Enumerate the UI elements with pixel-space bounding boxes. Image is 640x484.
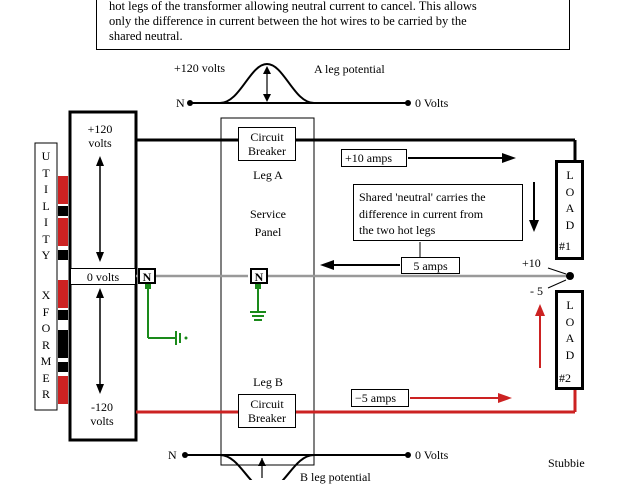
a-leg-arrow-up bbox=[263, 66, 271, 74]
panel-neutral-terminal: N bbox=[250, 268, 268, 284]
note-line-1: hot legs of the transformer allowing neu… bbox=[109, 0, 477, 13]
load2-current-label: - 5 bbox=[530, 284, 543, 298]
note-line-3: shared neutral. bbox=[109, 29, 183, 43]
neutral-current-label: 5 amps bbox=[401, 257, 460, 274]
b-leg-n-label: N bbox=[168, 448, 177, 462]
b-leg-arrow-up bbox=[258, 458, 266, 466]
xformer-coil bbox=[58, 176, 68, 404]
a-leg-end-right bbox=[405, 100, 411, 106]
xformer-box bbox=[34, 142, 58, 411]
b-leg-name: B leg potential bbox=[300, 470, 371, 484]
ground-wire bbox=[147, 284, 266, 345]
a-leg-name: A leg potential bbox=[314, 62, 385, 76]
b-leg-waveform bbox=[185, 454, 408, 480]
service-label: Service bbox=[250, 207, 286, 221]
author-signature: Stubbie bbox=[548, 456, 585, 470]
a-leg-peak-label: +120 volts bbox=[174, 61, 226, 75]
explanation-note: hot legs of the transformer allowing neu… bbox=[96, 0, 570, 50]
a-leg-n-label: N bbox=[176, 96, 185, 110]
b-leg-end-left bbox=[182, 452, 188, 458]
leg-b-label: Leg B bbox=[253, 375, 283, 389]
panel-label: Panel bbox=[254, 225, 282, 239]
xformer-neutral-terminal: N bbox=[138, 268, 156, 284]
xformer-mid-volts: 0 volts bbox=[70, 268, 136, 285]
hot-wire-b bbox=[136, 390, 577, 414]
a-leg-end-left bbox=[187, 100, 193, 106]
service-panel bbox=[220, 117, 315, 466]
top-current-label: +10 amps bbox=[341, 149, 407, 167]
b-leg-end-right bbox=[405, 452, 411, 458]
a-leg-zero-label: 0 Volts bbox=[415, 96, 449, 110]
load1-current-label: +10 bbox=[522, 256, 541, 270]
b-leg-zero-label: 0 Volts bbox=[415, 448, 449, 462]
a-leg-arrow-down bbox=[263, 94, 271, 102]
hot-wire-a bbox=[136, 138, 577, 160]
leg-a-label: Leg A bbox=[253, 168, 283, 182]
bottom-current-label: −5 amps bbox=[351, 389, 409, 407]
note-line-2: only the difference in current between t… bbox=[109, 14, 467, 28]
neutral-junction bbox=[566, 272, 574, 280]
